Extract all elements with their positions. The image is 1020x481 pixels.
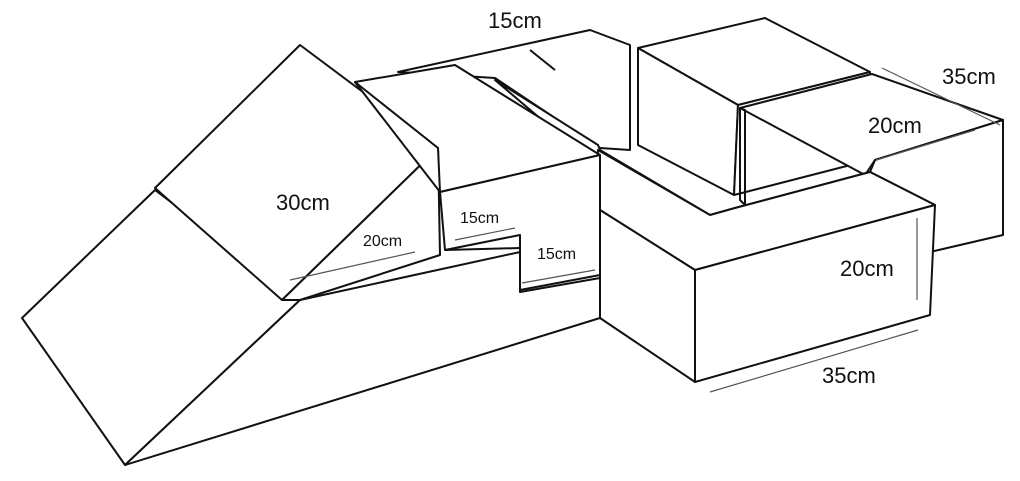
label-step-upper: 15cm: [460, 210, 499, 227]
ramp-base: [21, 189, 601, 466]
label-front-width: 35cm: [822, 363, 876, 388]
label-wedge-height: 20cm: [363, 233, 402, 250]
label-right-inner-height: 20cm: [868, 113, 922, 138]
label-right-depth: 35cm: [942, 64, 996, 89]
back-left-block: [397, 29, 631, 151]
top-wedge: [154, 44, 441, 301]
label-step-lower: 15cm: [537, 246, 576, 263]
label-wedge-length: 30cm: [276, 190, 330, 215]
label-top-depth: 15cm: [488, 8, 542, 33]
label-front-height: 20cm: [840, 256, 894, 281]
